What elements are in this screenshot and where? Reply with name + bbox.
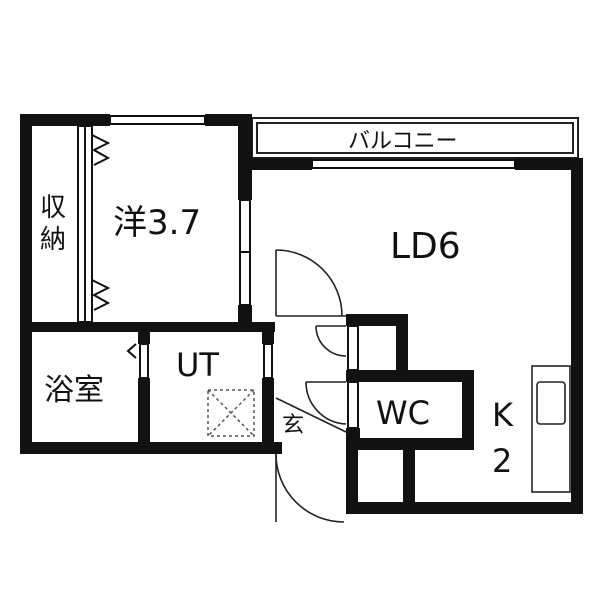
wall-bath-ut-top	[138, 332, 150, 344]
kitchen-counter	[531, 365, 571, 493]
wall-right	[571, 158, 583, 514]
door-bath-ut	[139, 343, 149, 379]
balcony-label: バルコニー	[348, 129, 458, 154]
sink-icon	[536, 381, 566, 425]
wall-wc-top2	[346, 370, 474, 382]
room-label-bath: 浴室	[44, 373, 104, 408]
wall-ut-entry	[262, 378, 274, 454]
wall-wc-left-top	[346, 314, 360, 326]
closet-marks	[91, 134, 111, 311]
room-label-western: 洋3.7	[113, 203, 201, 243]
wall-closet-left	[346, 450, 358, 514]
room-label-toilet: WC	[376, 394, 430, 432]
wall-wc-top	[346, 314, 408, 326]
room-label-entrance: 玄	[282, 413, 304, 438]
door-ut-entry	[263, 343, 273, 379]
room-label-storage-bottom: 納	[40, 225, 66, 255]
wall-bath-ut	[138, 378, 150, 450]
door-swings	[275, 249, 347, 523]
wall-wc-left-low	[346, 428, 360, 450]
room-label-kitchen-top: K	[492, 396, 514, 434]
door-wc	[347, 381, 359, 429]
wall-bottom-right	[346, 502, 583, 514]
wall-ld-top-right	[515, 158, 583, 170]
wall-ut-entry-top	[262, 332, 274, 344]
wall-closet-right	[403, 450, 415, 514]
room-label-kitchen-bottom: 2	[492, 442, 512, 480]
window-top-west	[109, 115, 206, 125]
wall-ld-top-left	[252, 158, 312, 170]
wall-west-ld	[238, 114, 252, 200]
wall-west-ld-low	[238, 305, 252, 332]
wall-wc-right-upper	[396, 314, 408, 370]
wall-entry-bottom	[262, 442, 282, 454]
wall-top-left	[20, 114, 110, 126]
walls	[20, 114, 583, 514]
wall-left	[20, 114, 32, 454]
wall-mid-horizontal	[20, 322, 275, 332]
wall-wc-right	[462, 370, 474, 442]
window-ld-top	[311, 159, 516, 169]
room-label-storage-top: 収	[40, 193, 66, 223]
room-label-utility: UT	[176, 346, 219, 384]
room-label-ld: LD6	[390, 226, 461, 267]
washing-machine-icon	[207, 389, 255, 437]
wall-wc-bottom	[346, 438, 474, 450]
bath-vent-mark	[126, 343, 137, 359]
door-wc-upper	[347, 325, 359, 371]
